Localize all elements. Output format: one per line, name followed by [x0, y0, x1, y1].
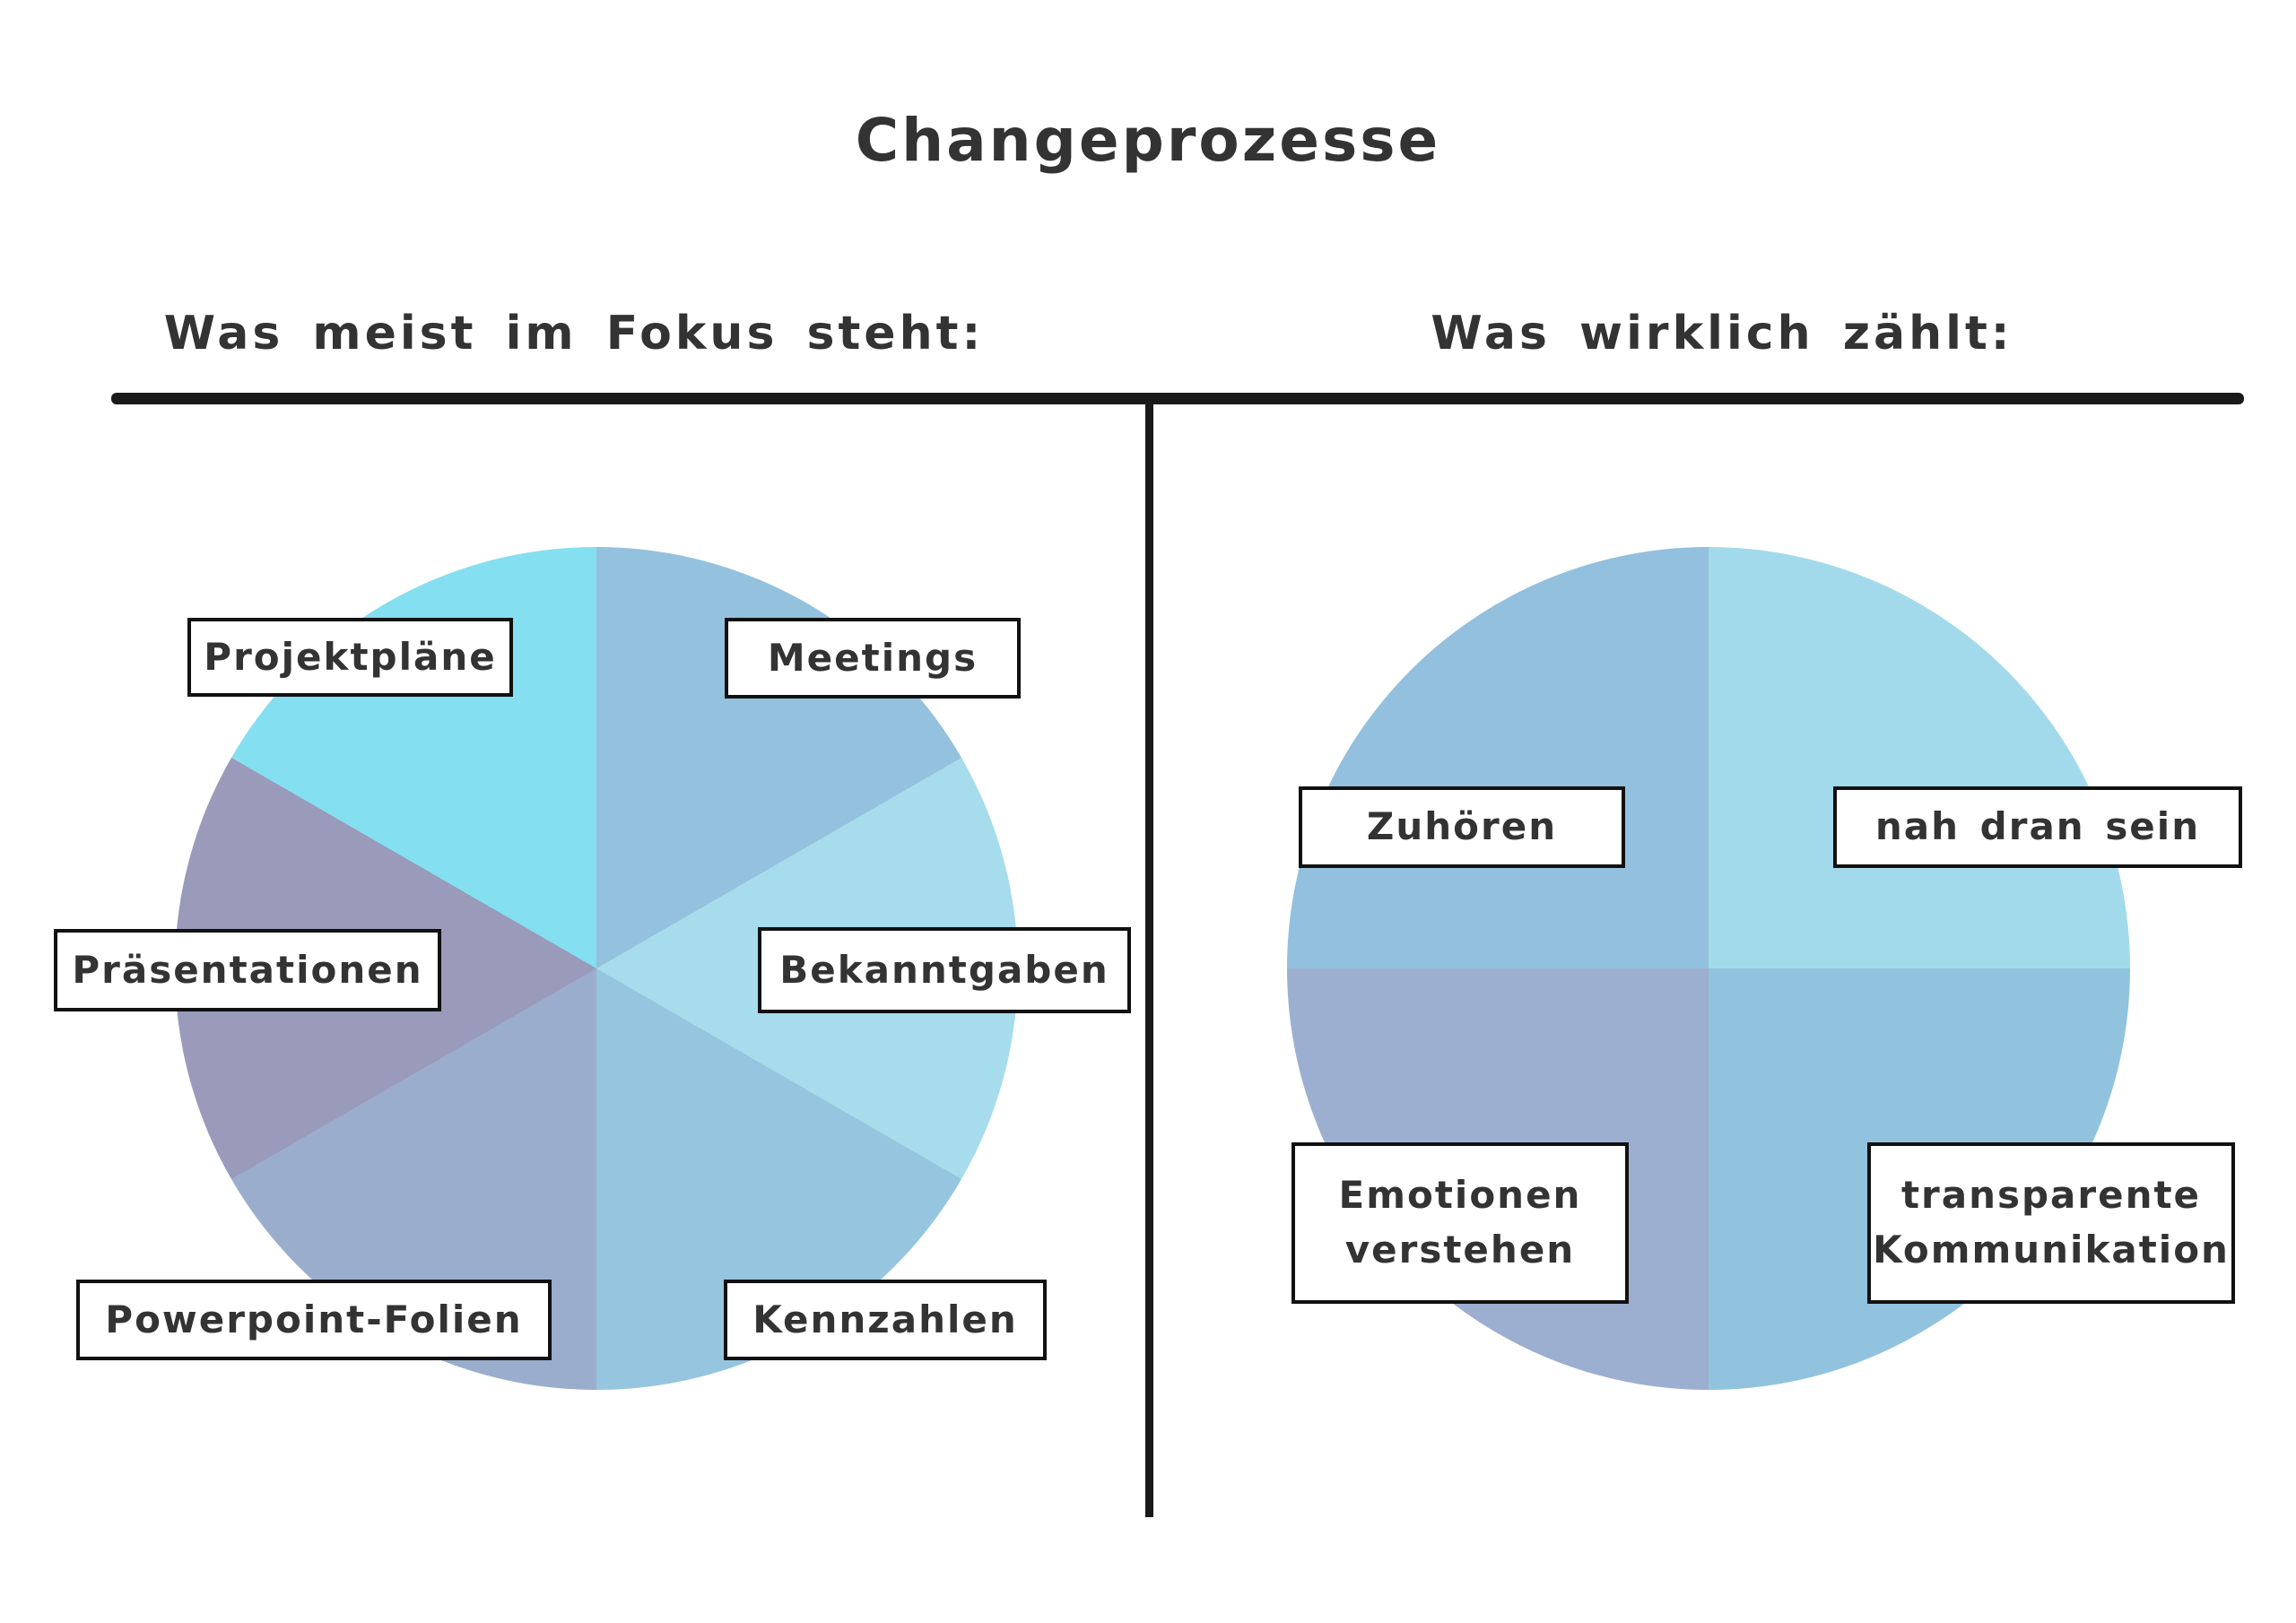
- slice-label-transparente-kommunikation: transparente Kommunikation: [1867, 1142, 2235, 1304]
- left-panel-heading: Was meist im Fokus steht:: [163, 307, 985, 360]
- right-panel-heading: Was wirklich zählt:: [1431, 307, 2013, 360]
- slice-label-zuhoeren: Zuhören: [1299, 786, 1625, 868]
- slice-label-meetings: Meetings: [725, 618, 1021, 699]
- slice-label-praesentationen: Präsentationen: [54, 929, 441, 1011]
- slice-label-nah-dran-sein: nah dran sein: [1833, 786, 2242, 868]
- slice-label-projektplaene: Projektpläne: [187, 618, 513, 697]
- panel-divider-horizontal: [111, 393, 2244, 404]
- slice-label-bekanntgaben: Bekanntgaben: [758, 927, 1131, 1013]
- slice-label-powerpoint-folien: Powerpoint-Folien: [76, 1280, 552, 1360]
- panel-divider-vertical: [1145, 403, 1153, 1517]
- slice-label-emotionen-verstehen: Emotionen verstehen: [1292, 1142, 1629, 1304]
- slice-label-kennzahlen: Kennzahlen: [724, 1280, 1047, 1360]
- page-title: Changeprozesse: [855, 106, 1441, 175]
